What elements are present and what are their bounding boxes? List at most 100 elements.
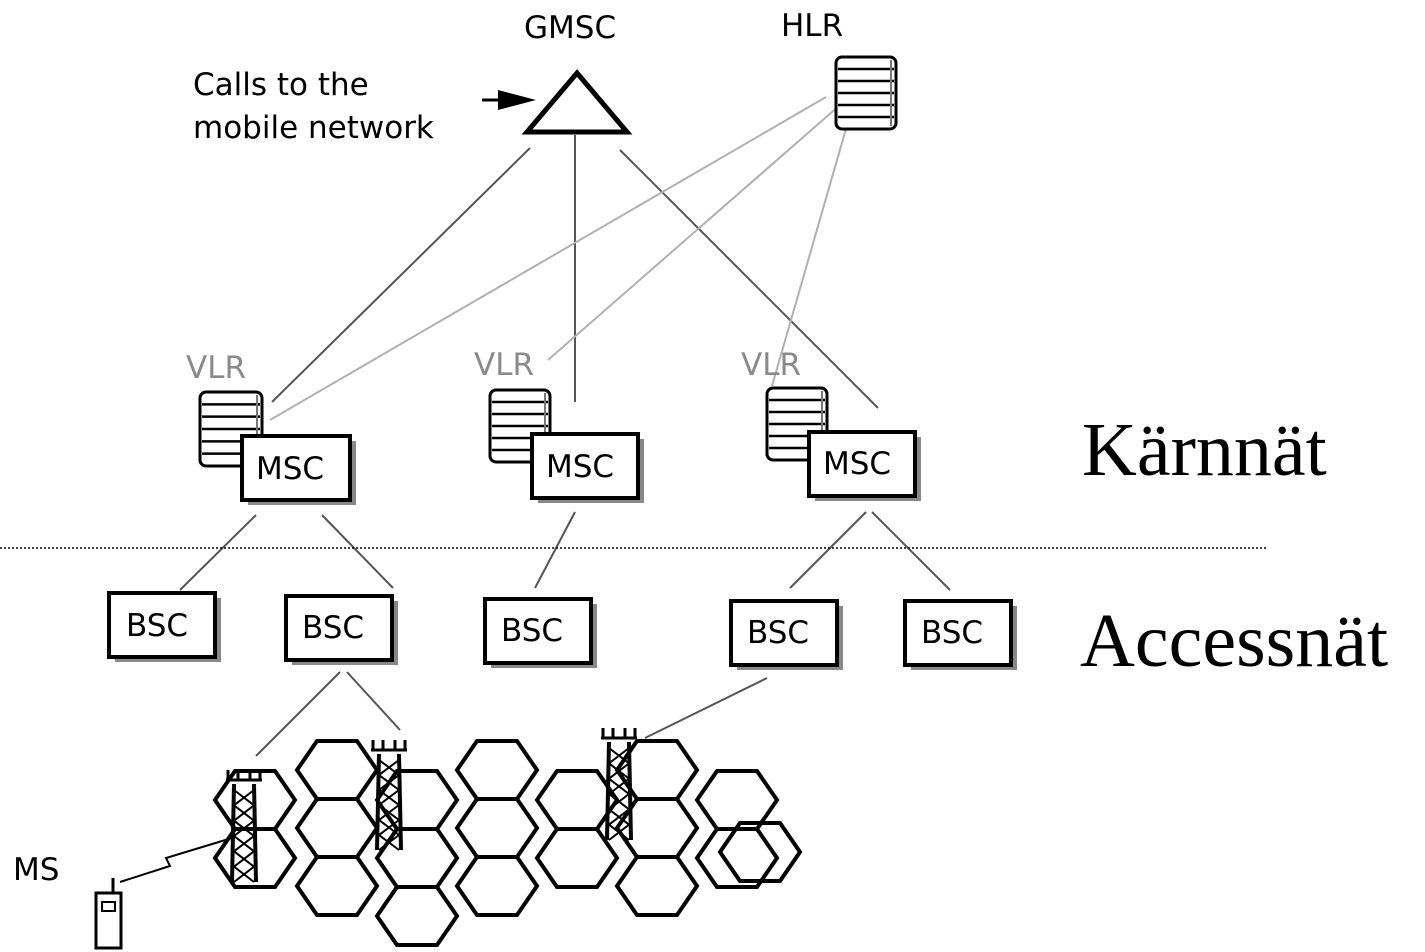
tower-cross-brace — [608, 747, 630, 765]
tower-cross-brace — [233, 865, 255, 883]
link-hlr-vlr-1 — [269, 96, 827, 421]
vlr-label-3: VLR — [741, 347, 801, 383]
tower-cross-brace — [378, 759, 400, 776]
link-msc3-bsc5 — [871, 511, 951, 591]
bsc-box-3 — [483, 597, 593, 665]
tower-cross-brace — [378, 819, 400, 836]
bsc-label-2: BSC — [302, 610, 364, 646]
bsc-node-2: BSC — [284, 594, 398, 665]
link-hlr-vlr-3 — [771, 114, 851, 387]
cell-hexagon — [374, 827, 460, 889]
cell-hexagon — [534, 827, 620, 889]
bsc-node-3: BSC — [483, 597, 597, 668]
ms-label: MS — [13, 852, 59, 888]
bsc-bts-links — [255, 671, 768, 757]
tower-leg — [397, 753, 403, 851]
cell-hexagon — [374, 885, 460, 947]
hlr-node: HLR — [781, 8, 898, 131]
tower-cross-brace — [378, 834, 400, 851]
cell-hexagon — [294, 739, 380, 801]
gmsc-msc-links — [271, 135, 879, 409]
bsc-box-1 — [107, 591, 217, 659]
cell-hexagon — [454, 855, 540, 917]
hlr-label: HLR — [781, 8, 843, 44]
tower-leg — [252, 783, 258, 883]
tower-cross-brace — [233, 835, 255, 853]
core-node-group-2: VLR MSC — [474, 347, 644, 503]
link-gmsc-msc-3 — [619, 149, 879, 409]
core-node-group-3: VLR MSC — [741, 347, 921, 501]
bsc-node-5: BSC — [903, 599, 1017, 670]
msc-label-3: MSC — [823, 446, 891, 482]
tower-cross-brace — [233, 819, 255, 837]
tower-cross-brace — [233, 804, 255, 822]
bsc-box-4 — [729, 599, 839, 667]
radio-link-icon — [119, 837, 233, 883]
calls-note-line1: Calls to the — [193, 67, 369, 103]
cell-hexagon — [694, 827, 780, 889]
incoming-call-arrow-icon — [498, 90, 536, 110]
gmsc-label: GMSC — [524, 10, 616, 46]
bsc-label-1: BSC — [126, 608, 188, 644]
link-msc1-bsc2 — [321, 514, 394, 589]
cell-hexagon — [694, 769, 780, 831]
hlr-vlr-links — [269, 96, 851, 421]
tower-cross-brace — [608, 793, 630, 811]
tower-cross-brace — [233, 850, 255, 868]
tower-leg — [375, 753, 381, 851]
gmsc-node: GMSC — [482, 10, 633, 135]
cell-hexagon — [454, 739, 540, 801]
bsc-node-4: BSC — [729, 599, 843, 670]
bts-tower-icon-2 — [371, 740, 407, 851]
bts-tower-icon-3 — [601, 728, 637, 841]
vlr-label-2: VLR — [474, 347, 534, 383]
tower-cross-brace — [378, 804, 400, 821]
tower-leg — [605, 741, 611, 841]
bts-tower-icon-1 — [226, 770, 262, 883]
cell-grid — [212, 739, 803, 947]
link-bsc2-bts1 — [255, 671, 341, 757]
tower-cross-brace — [608, 762, 630, 780]
msc-bsc-links — [179, 511, 951, 591]
msc-box-3 — [807, 430, 917, 498]
cell-hexagon — [294, 855, 380, 917]
msc-box-2 — [530, 432, 640, 500]
core-network-label: Kärnnät — [1082, 408, 1327, 492]
link-gmsc-msc-1 — [271, 147, 531, 403]
hlr-database-icon — [834, 55, 898, 131]
mobile-station: MS — [13, 837, 233, 950]
cell-hexagon — [294, 797, 380, 859]
cell-hexagon — [614, 855, 700, 917]
gmsc-triangle-icon — [521, 69, 633, 135]
msc-label-1: MSC — [256, 451, 324, 487]
bsc-label-5: BSC — [921, 615, 983, 651]
bsc-box-2 — [284, 594, 394, 662]
tower-cross-brace — [378, 774, 400, 791]
cell-hexagon — [534, 769, 620, 831]
cell-hexagon — [374, 769, 460, 831]
tower-cross-brace — [608, 823, 630, 841]
msc-label-2: MSC — [546, 449, 614, 485]
link-msc1-bsc1 — [179, 514, 257, 591]
tower-cross-brace — [378, 789, 400, 806]
link-msc3-bsc4 — [789, 511, 867, 589]
bsc-label-3: BSC — [501, 613, 563, 649]
tower-cross-brace — [233, 789, 255, 807]
link-bsc4-bts3 — [644, 677, 768, 739]
tower-leg — [230, 783, 236, 883]
access-network-label: Accessnät — [1080, 599, 1388, 683]
bsc-box-5 — [903, 599, 1013, 667]
cell-hexagon — [717, 821, 803, 883]
cell-hexagon — [454, 797, 540, 859]
mobile-phone-screen — [101, 901, 116, 912]
link-msc2-bsc3 — [534, 511, 576, 589]
msc-box-1 — [240, 434, 352, 502]
tower-cross-brace — [608, 808, 630, 826]
bsc-label-4: BSC — [747, 615, 809, 651]
vlr-label-1: VLR — [186, 350, 246, 386]
link-hlr-vlr-2 — [547, 104, 841, 361]
bsc-node-1: BSC — [107, 591, 221, 662]
link-bsc2-bts2 — [346, 671, 401, 731]
tower-cross-brace — [608, 777, 630, 795]
